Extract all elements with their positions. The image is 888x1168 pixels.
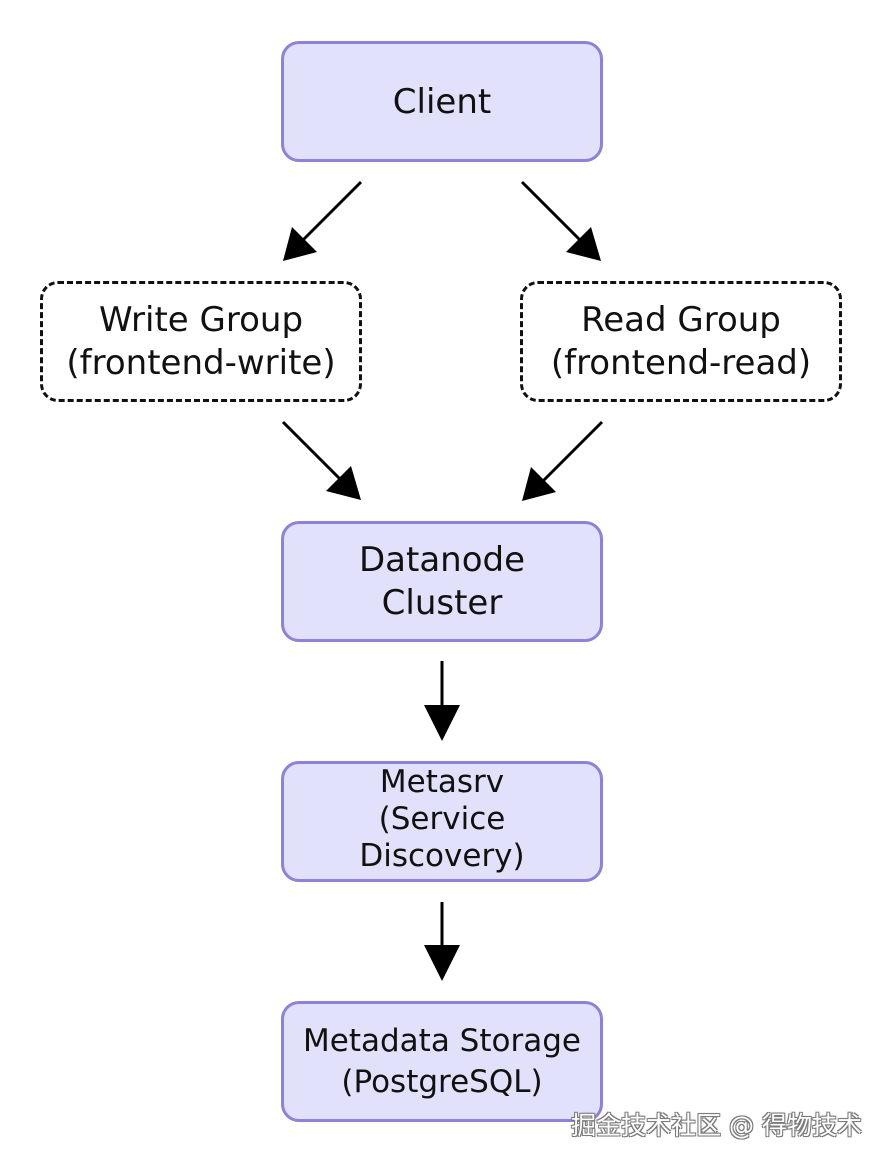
read-group-node: Read Group (frontend-read) [520, 281, 842, 402]
datanode-cluster-node: Datanode Cluster [281, 521, 603, 642]
metadata-storage-label-line-2: (PostgreSQL) [341, 1063, 543, 1100]
read-group-subtitle: (frontend-read) [550, 342, 812, 383]
metadata-storage-node: Metadata Storage (PostgreSQL) [281, 1001, 603, 1122]
metasrv-label-line-1: Metasrv [379, 764, 505, 800]
datanode-label-line-2: Cluster [381, 582, 503, 623]
metadata-storage-label-line-1: Metadata Storage [303, 1022, 581, 1059]
write-group-title: Write Group [98, 299, 304, 340]
read-group-title: Read Group [581, 299, 781, 340]
datanode-label-line-1: Datanode [358, 539, 526, 580]
write-group-node: Write Group (frontend-write) [40, 281, 362, 402]
arrow-read-to-datanode [522, 420, 604, 501]
client-node: Client [281, 41, 603, 162]
arrow-client-to-write [283, 180, 363, 261]
arrow-datanode-to-metasrv [424, 661, 460, 741]
write-group-subtitle: (frontend-write) [66, 342, 336, 383]
watermark-text: 掘金技术社区 @ 得物技术 [571, 1111, 862, 1140]
metasrv-label-line-2: (Service [378, 801, 506, 837]
client-label: Client [392, 81, 492, 122]
metasrv-node: Metasrv (Service Discovery) [281, 761, 603, 882]
arrow-write-to-datanode [281, 420, 361, 500]
arrow-metasrv-to-storage [424, 902, 460, 981]
metasrv-label-line-3: Discovery) [359, 838, 525, 874]
arrow-client-to-read [520, 180, 601, 261]
